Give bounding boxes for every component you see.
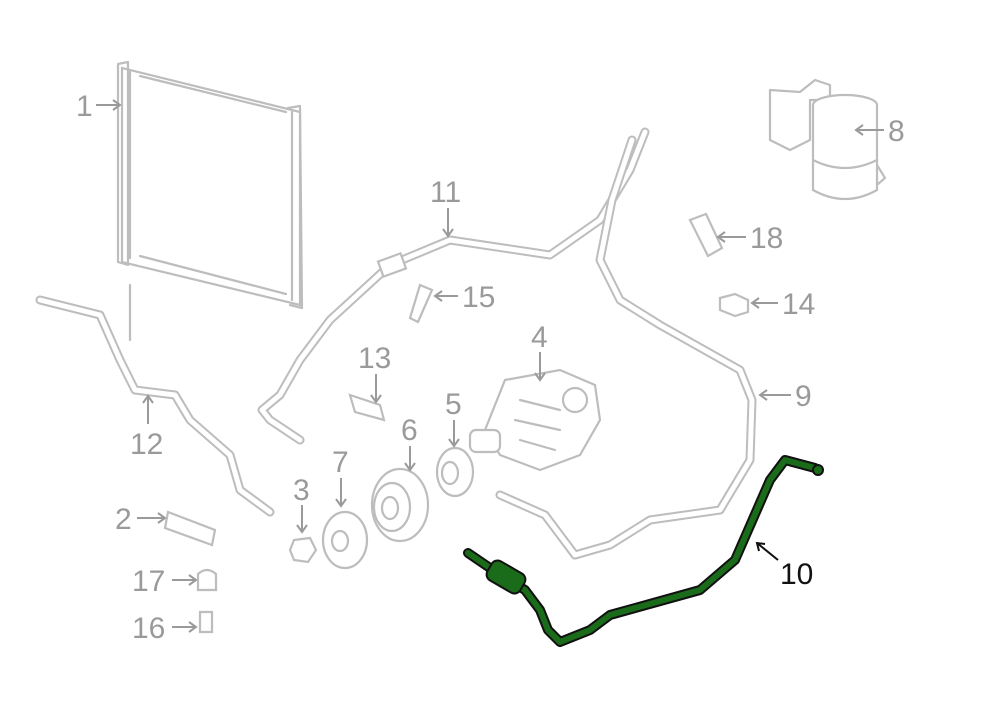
svg-text:2: 2 <box>115 503 132 536</box>
svg-text:18: 18 <box>750 222 783 255</box>
hose-11-part[interactable] <box>257 127 650 445</box>
callout-12: 12 <box>130 394 163 461</box>
callout-14: 14 <box>750 288 815 321</box>
callout-11: 11 <box>430 176 461 238</box>
callout-16: 16 <box>132 612 198 645</box>
svg-text:10: 10 <box>780 558 813 591</box>
svg-text:3: 3 <box>293 474 310 507</box>
coil-part[interactable] <box>435 446 475 498</box>
callout-2: 2 <box>115 503 167 536</box>
sensor-part[interactable] <box>408 283 434 324</box>
svg-text:5: 5 <box>445 388 462 421</box>
callout-15: 15 <box>433 281 495 314</box>
svg-text:8: 8 <box>888 115 905 148</box>
svg-text:13: 13 <box>358 342 391 375</box>
svg-text:17: 17 <box>132 565 165 598</box>
compressor-part[interactable] <box>468 368 602 472</box>
line-12-part[interactable] <box>35 283 275 517</box>
valve-part[interactable] <box>198 610 214 634</box>
nut-part[interactable] <box>288 536 318 564</box>
callout-18: 18 <box>716 222 783 255</box>
bolt-part[interactable] <box>718 292 750 318</box>
callout-8: 8 <box>854 115 905 148</box>
svg-text:7: 7 <box>332 446 349 479</box>
svg-text:4: 4 <box>531 321 548 354</box>
callout-6: 6 <box>401 414 418 472</box>
callout-9: 9 <box>758 380 812 413</box>
callout-5: 5 <box>445 388 462 448</box>
svg-text:9: 9 <box>795 380 812 413</box>
svg-text:14: 14 <box>782 288 815 321</box>
callout-10: 10 <box>755 541 813 591</box>
svg-text:16: 16 <box>132 612 165 645</box>
callout-4: 4 <box>531 321 548 382</box>
svg-text:1: 1 <box>76 90 93 123</box>
receiver-drier-part[interactable] <box>768 78 887 200</box>
condenser-part[interactable] <box>116 60 304 310</box>
svg-text:6: 6 <box>401 414 418 447</box>
callout-13: 13 <box>358 342 391 404</box>
callout-7: 7 <box>332 446 349 508</box>
hose-9-part[interactable] <box>495 135 757 560</box>
pulley-part[interactable] <box>370 467 430 543</box>
switch-13-part[interactable] <box>348 393 386 422</box>
bracket-part[interactable] <box>163 510 217 547</box>
hose-10-highlighted-part[interactable] <box>463 455 824 647</box>
svg-text:15: 15 <box>462 281 495 314</box>
switch-18-part[interactable] <box>688 212 724 258</box>
svg-text:11: 11 <box>430 176 461 209</box>
svg-text:12: 12 <box>130 428 163 461</box>
callout-17: 17 <box>132 565 198 598</box>
cap-part[interactable] <box>196 568 218 592</box>
callout-1: 1 <box>76 90 122 123</box>
clutch-plate-part[interactable] <box>321 510 369 570</box>
callout-3: 3 <box>293 474 310 534</box>
